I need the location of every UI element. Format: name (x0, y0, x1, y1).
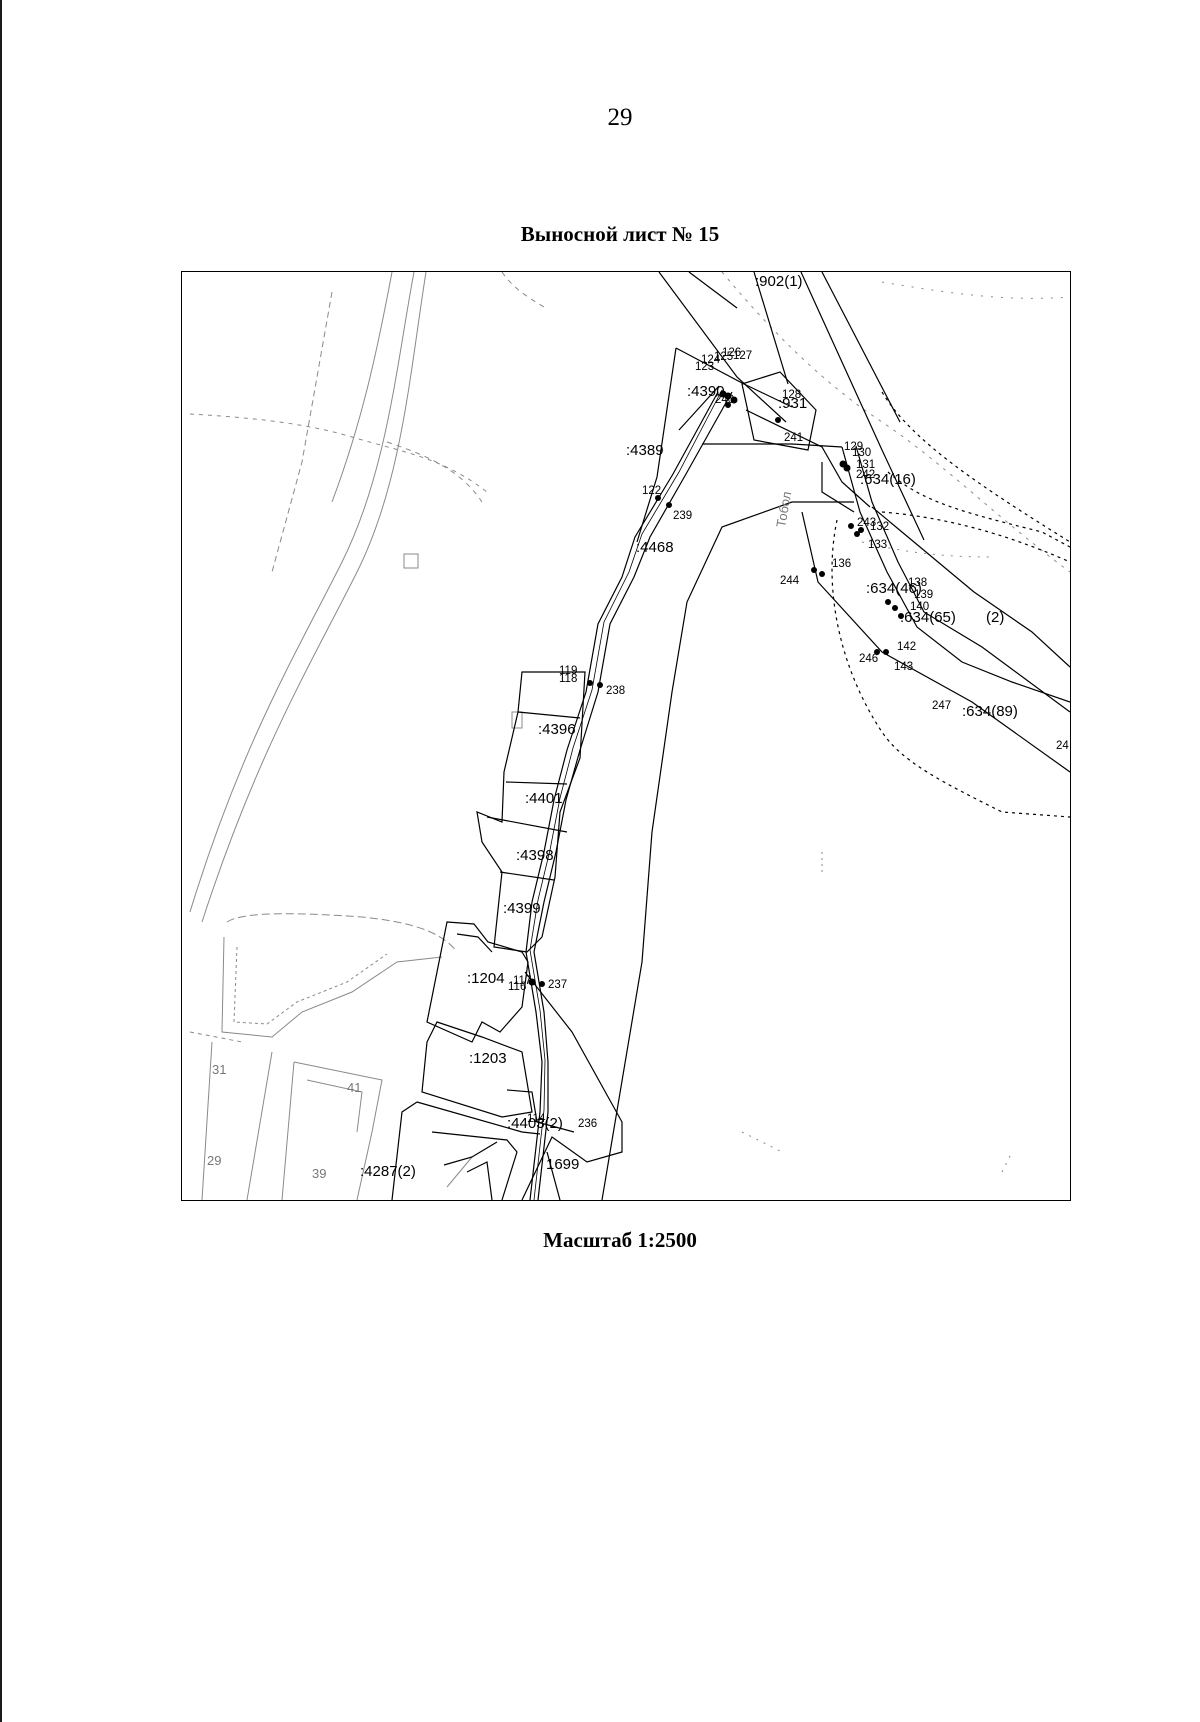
point-label-246: 246 (859, 653, 878, 665)
point-label-140: 140 (910, 601, 929, 613)
parcel-label-4403: :4403(2) (507, 1115, 563, 1132)
parcel-label-1204: :1204 (467, 970, 505, 987)
parcel-label-4399: :4399 (503, 900, 541, 917)
river-label: Тобол (773, 490, 794, 528)
point-label-131: 131 (856, 459, 875, 471)
point-label-143: 143 (894, 661, 913, 673)
parcel-label-4396: :4396 (538, 721, 576, 738)
base-label-29: 29 (207, 1153, 221, 1168)
point-label-129: 129 (844, 441, 863, 453)
point-label-127: 127 (733, 350, 752, 362)
point-label-242: 242 (856, 469, 875, 481)
scale-caption: Масштаб 1:2500 (543, 1228, 697, 1252)
point-label-238: 238 (606, 685, 625, 697)
point-label-118: 118 (559, 673, 577, 685)
point-label-241: 241 (784, 432, 803, 444)
point-label-133: 133 (868, 539, 887, 551)
parcel-label-902: :902(1) (755, 273, 803, 290)
survey-points (528, 390, 904, 987)
point-label-117: 117 (513, 975, 531, 987)
base-label-41: 41 (347, 1080, 361, 1095)
point-label-132: 132 (870, 521, 889, 533)
point-label-126: 126 (722, 347, 741, 359)
sheet-title: Выносной лист № 15 (520, 222, 720, 246)
point-label-114: 114 (527, 1113, 546, 1125)
point-label-237: 237 (548, 979, 567, 991)
point-label-24x: 24 (1056, 740, 1069, 752)
parcel-label-4468: :4468 (636, 539, 674, 556)
parcel-label-1203: :1203 (469, 1050, 507, 1067)
page-edge-line (0, 0, 2, 1722)
point-label-243: 243 (857, 517, 876, 529)
point-label-124: 124 (701, 354, 721, 366)
parcel-labels: :902(1) :4390 :931 :4389 :4468 :634(16) … (360, 273, 1018, 1180)
parcel-label-1699: 1699 (546, 1156, 579, 1173)
point-label-119: 119 (559, 665, 577, 677)
parcel-label-4398: :4398 (516, 847, 554, 864)
point-label-125: 125 (714, 351, 733, 363)
parcel-label-4287: :4287(2) (360, 1163, 416, 1180)
base-map-lines (189, 272, 1070, 1200)
parcel-label-931: :931 (778, 395, 807, 412)
point-label-122: 122 (642, 485, 661, 497)
point-label-244: 244 (780, 575, 800, 587)
point-label-139: 139 (914, 589, 933, 601)
point-label-138: 138 (908, 577, 927, 589)
parcel-label-634-16: :634(16) (860, 471, 916, 488)
base-map-labels: Тобол 31 41 29 39 (207, 490, 794, 1181)
base-label-39: 39 (312, 1166, 326, 1181)
cadastral-map: :902(1) :4390 :931 :4389 :4468 :634(16) … (181, 271, 1071, 1201)
parcel-label-634-65-suffix: (2) (986, 609, 1004, 626)
page-number: 29 (607, 104, 633, 131)
point-label-116: 116 (508, 981, 526, 993)
point-label-236: 236 (578, 1118, 597, 1130)
point-label-239: 239 (673, 510, 692, 522)
parcel-label-4389: :4389 (626, 442, 664, 459)
point-label-136: 136 (832, 558, 851, 570)
parcel-outlines (391, 272, 1070, 1200)
parcel-label-4401: :4401 (525, 790, 563, 807)
parcel-label-4390: :4390 (687, 383, 725, 400)
base-label-31: 31 (212, 1062, 226, 1077)
parcel-label-634-65: :634(65) (900, 609, 956, 626)
point-label-240: 240 (715, 394, 734, 406)
point-label-128: 128 (782, 389, 801, 401)
parcel-label-634-46: :634(46) (866, 580, 922, 597)
point-labels: 123 124 125 126 127 240 128 241 129 130 … (508, 347, 1069, 1130)
point-label-247: 247 (932, 700, 951, 712)
point-label-123: 123 (695, 361, 714, 373)
parcel-label-634-89: :634(89) (962, 703, 1018, 720)
point-label-130: 130 (852, 447, 871, 459)
point-label-142: 142 (897, 641, 916, 653)
